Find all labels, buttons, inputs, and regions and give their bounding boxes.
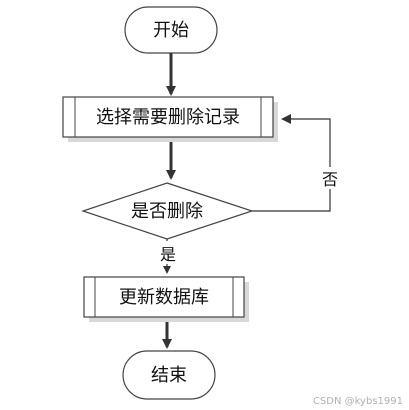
edge-no-loop [252,114,331,212]
update-db-node: 更新数据库 [83,276,249,322]
no-label-bg [320,167,340,189]
yes-label-bg [158,244,178,264]
watermark: CSDN @kybs1991 [312,396,403,407]
start-node: 开始 [124,6,218,54]
select-record-shape [62,96,274,138]
no-label: 否 [322,170,338,189]
end-label: 结束 [151,365,187,386]
decision-label: 是否删除 [131,201,203,222]
decision-node: 是否删除 [81,182,254,240]
select-record-label: 选择需要删除记录 [96,107,240,128]
select-record-node: 选择需要删除记录 [62,96,278,142]
update-db-label: 更新数据库 [119,287,209,308]
start-label: 开始 [153,20,189,41]
end-node: 结束 [122,350,216,400]
update-db-shape [83,276,245,318]
end-shape [122,350,216,400]
yes-label: 是 [160,245,176,264]
